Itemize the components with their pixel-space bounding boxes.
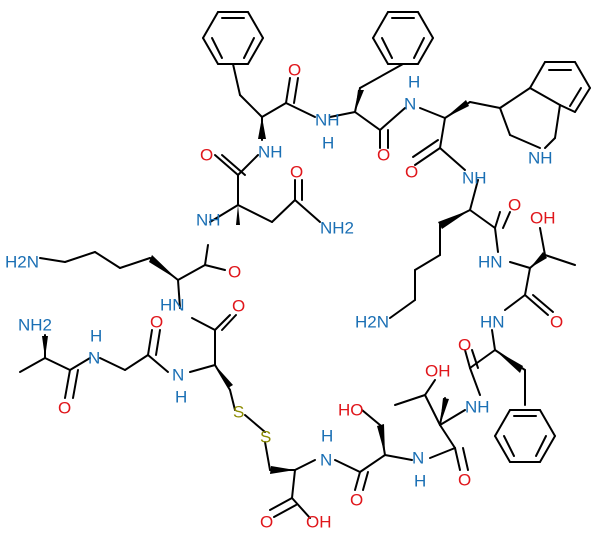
h-ser-label: H [414,472,426,491]
h-cys1-label: H [175,388,187,407]
o-phe1-label: O [288,61,301,80]
o-phe3-label: O [458,336,471,355]
n-trp-label: N [404,95,416,114]
oh-thr2-label: OH [425,362,451,381]
nh-cys2-label: N [320,451,332,470]
o-thr2-co-label: O [458,471,471,490]
nh-phe-label: NH [258,143,283,162]
o-lys1-label: O [228,263,241,282]
nh2-amide-label: NH2 [320,219,354,238]
h2n-lys1-label: H2N [5,253,39,272]
o-thr1-co-label: O [550,313,563,332]
o-asn-side-label: O [290,163,303,182]
oh-thr1-label: OH [530,209,556,228]
o-ser-co-label: O [350,491,363,510]
hn-thr1-label: HN [478,253,503,272]
o-ala-label: O [58,399,71,418]
h-gly-label: H [90,327,102,346]
h-trp-label: H [408,73,420,92]
o-trp-label: O [405,163,418,182]
n-cys1-label: N [172,366,184,385]
o-gly-label: O [150,313,163,332]
atom-labels: NH NH H H N NH NH HN HN NH N H N H NH HN… [5,61,563,532]
n-ser-label: N [412,449,424,468]
o-phe2-label: O [377,146,390,165]
n-gly-label: N [88,349,100,368]
hn-phe3-label: HN [480,313,505,332]
h-cys2-label: H [321,427,333,446]
nh2-ala-label: NH2 [18,316,52,335]
h-phe2-label: H [322,134,334,153]
nh-indole-label: NH [528,149,553,168]
nh-lys2-label: NH [462,169,487,188]
o-acid-label: O [260,513,273,532]
o-lys2-label: O [508,196,521,215]
nh-phe2-label: NH [315,111,340,130]
nh-asn-label: NH [196,211,221,230]
nh-lys1-label: HN [160,296,185,315]
ho-ser-label: HO [338,401,364,420]
h2n-lys2-label: H2N [355,313,389,332]
s2-label: S [260,428,271,447]
bonds [19,11,591,519]
o-asn-label: O [200,146,213,165]
nh-thr2-label: NH [465,398,490,417]
wedges [42,90,547,474]
o-cys1-label: O [232,297,245,316]
s1-label: S [233,403,244,422]
oh-acid-label: OH [306,513,332,532]
